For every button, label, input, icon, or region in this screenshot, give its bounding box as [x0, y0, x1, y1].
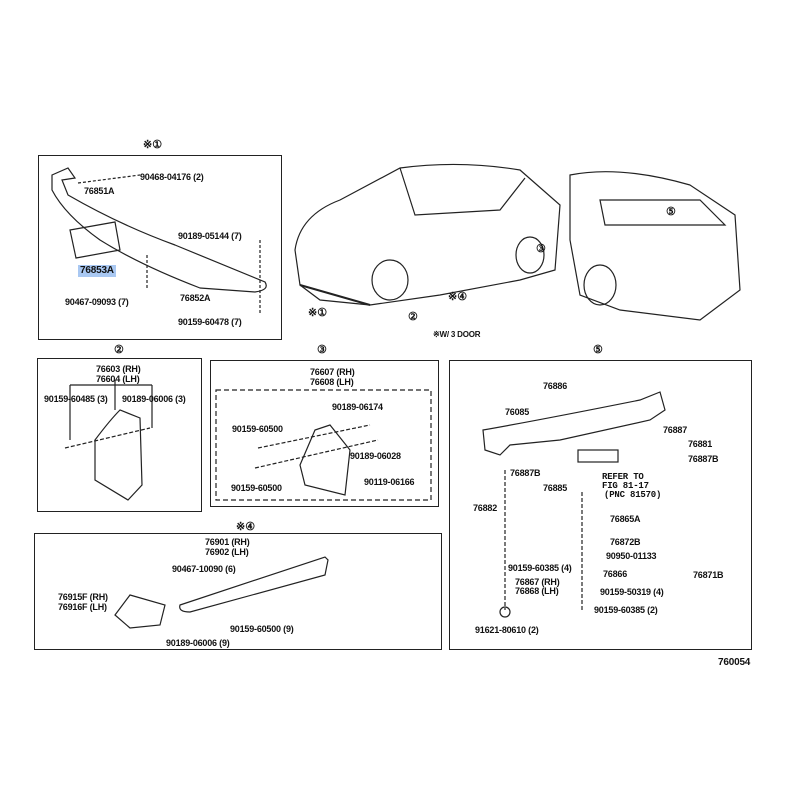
part-label-highlighted[interactable]: 76853A [78, 265, 116, 277]
part-label[interactable]: 76916F (LH) [58, 602, 107, 612]
part-label[interactable]: 90950-01133 [606, 551, 657, 561]
section1-frame [38, 155, 282, 340]
part-label[interactable]: 90189-06006 (3) [122, 394, 186, 404]
diagram-id: 760054 [718, 657, 751, 668]
part-label[interactable]: 90189-06006 (9) [166, 638, 230, 648]
section1-title: ※① [143, 139, 163, 151]
part-label[interactable]: 76882 [473, 503, 498, 513]
mudguard-rh-drawing [94, 409, 143, 501]
part-label[interactable]: 76886 [543, 381, 568, 391]
part-label[interactable]: 76866 [603, 569, 628, 579]
part-label[interactable]: 76885 [543, 483, 568, 493]
part-label[interactable]: 90159-60385 (2) [594, 605, 658, 615]
section5-frame [449, 360, 752, 650]
part-label[interactable]: 76865A [610, 514, 641, 524]
mudguard-rear-drawing [299, 424, 351, 496]
part-label[interactable]: 90467-10090 (6) [172, 564, 236, 574]
part-label[interactable]: 90159-60385 (4) [508, 563, 572, 573]
section2-title: ② [114, 344, 124, 356]
mud-flap-drawing [114, 594, 166, 629]
part-label[interactable]: 76607 (RH) [310, 367, 355, 377]
part-label[interactable]: 76901 (RH) [205, 537, 250, 547]
part-label[interactable]: 76887B [688, 454, 719, 464]
part-label[interactable]: 91621-80610 (2) [475, 625, 539, 635]
section4-title: ※④ [236, 521, 256, 533]
car-rear-drawing [569, 171, 741, 321]
callout-1[interactable]: ※① [308, 307, 328, 319]
spoiler-insert-drawing [69, 221, 121, 259]
stop-lamp-drawing [577, 449, 619, 463]
part-label[interactable]: 76871B [693, 570, 724, 580]
part-label[interactable]: 90189-06174 [332, 402, 383, 412]
part-label[interactable]: 76887B [510, 468, 541, 478]
three-door-note: ※W/ 3 DOOR [433, 330, 481, 339]
part-label[interactable]: 76881 [688, 439, 713, 449]
part-label[interactable]: 76902 (LH) [205, 547, 249, 557]
part-label[interactable]: 76851A [84, 186, 115, 196]
part-label[interactable]: 76852A [180, 293, 211, 303]
part-label[interactable]: 90159-50319 (4) [600, 587, 664, 597]
section3-inner-frame [215, 389, 432, 501]
part-label[interactable]: 76604 (LH) [96, 374, 140, 384]
part-label[interactable]: 76085 [505, 407, 530, 417]
callout-3[interactable]: ③ [536, 243, 546, 255]
section3-title: ③ [317, 344, 327, 356]
part-label[interactable]: 90159-60500 [232, 424, 283, 434]
part-label[interactable]: 76915F (RH) [58, 592, 108, 602]
clip-b-drawing [499, 606, 511, 618]
part-label[interactable]: 76887 [663, 425, 688, 435]
section4-frame [34, 533, 442, 650]
refer-line-3: (PNC 81570) [604, 490, 662, 500]
part-label[interactable]: 90159-60500 [231, 483, 282, 493]
part-label[interactable]: 90467-09093 (7) [65, 297, 129, 307]
part-label[interactable]: 76603 (RH) [96, 364, 141, 374]
part-label[interactable]: 76872B [610, 537, 641, 547]
callout-4[interactable]: ※④ [448, 291, 468, 303]
section2-frame [37, 358, 202, 512]
part-label[interactable]: 90119-06166 [364, 477, 415, 487]
part-label[interactable]: 90189-06028 [350, 451, 401, 461]
part-label[interactable]: 76608 (LH) [310, 377, 354, 387]
section5-title: ⑤ [593, 344, 603, 356]
part-label[interactable]: 90159-60500 (9) [230, 624, 294, 634]
part-label[interactable]: 90189-05144 (7) [178, 231, 242, 241]
car-front-drawing [294, 163, 561, 306]
callout-2[interactable]: ② [408, 311, 418, 323]
part-label[interactable]: 90159-60485 (3) [44, 394, 108, 404]
rear-spoiler-drawing [482, 391, 666, 456]
part-label[interactable]: 90159-60478 (7) [178, 317, 242, 327]
front-spoiler-drawing [51, 167, 267, 293]
callout-5[interactable]: ⑤ [666, 206, 676, 218]
part-label[interactable]: 76867 (RH) [515, 577, 560, 587]
refer-line-1: REFER TO [602, 472, 644, 482]
part-label[interactable]: 76868 (LH) [515, 586, 559, 596]
section3-frame [210, 360, 439, 507]
part-label[interactable]: 90468-04176 (2) [140, 172, 204, 182]
refer-link[interactable]: FIG 81-17 [602, 481, 649, 491]
side-skirt-drawing [179, 556, 329, 613]
